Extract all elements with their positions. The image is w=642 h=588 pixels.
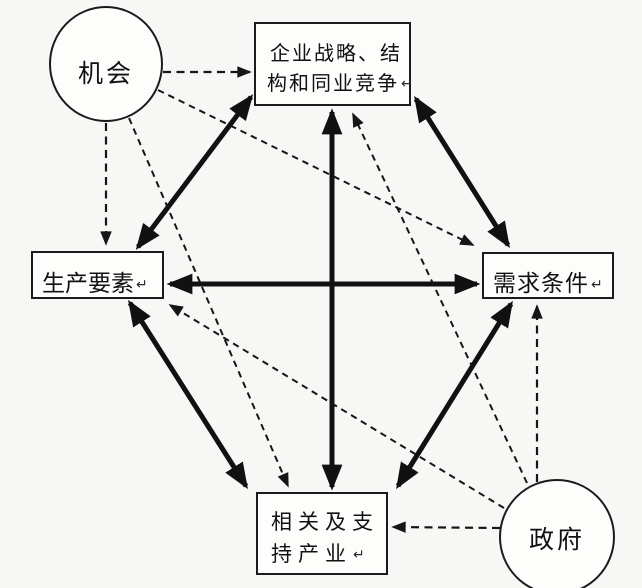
- edge-government-factors-dashed: [168, 304, 505, 509]
- government-circle: [499, 479, 615, 588]
- demand-box: [482, 252, 614, 299]
- related-box: [256, 492, 388, 575]
- edge-chance-demand-dashed: [157, 89, 475, 246]
- node-related: 相关及支 持产业↵: [256, 492, 388, 575]
- chance-circle: [49, 6, 163, 122]
- node-strategy: 企业战略、结 构和同业竞争↵: [254, 22, 413, 106]
- edge-government-related-dashed: [391, 521, 501, 533]
- edge-government-strategy-dashed: [352, 112, 528, 484]
- factors-label: 生产要素↵: [42, 270, 148, 296]
- edge-chance-related-dashed: [128, 117, 289, 488]
- strategy-label-line1: 企业战略、结: [270, 42, 402, 65]
- edge-demand-related-solid: [395, 300, 514, 490]
- government-label: 政府: [529, 526, 585, 554]
- related-label-line1: 相关及支: [271, 511, 379, 534]
- edge-strategy-factors-solid: [135, 94, 254, 250]
- chance-label: 机会: [78, 60, 134, 88]
- strategy-label-line2: 构和同业竞争↵: [267, 72, 413, 95]
- node-chance: 机会: [49, 6, 163, 122]
- node-demand: 需求条件↵: [482, 252, 614, 299]
- factors-box: [31, 251, 164, 299]
- node-government: 政府: [499, 479, 615, 588]
- edge-strategy-demand-solid: [413, 95, 511, 249]
- related-label-line2: 持产业↵: [271, 543, 365, 566]
- strategy-box: [254, 22, 411, 106]
- node-factors: 生产要素↵: [31, 251, 164, 299]
- demand-label: 需求条件↵: [493, 270, 603, 296]
- edge-factors-related-solid: [127, 299, 249, 490]
